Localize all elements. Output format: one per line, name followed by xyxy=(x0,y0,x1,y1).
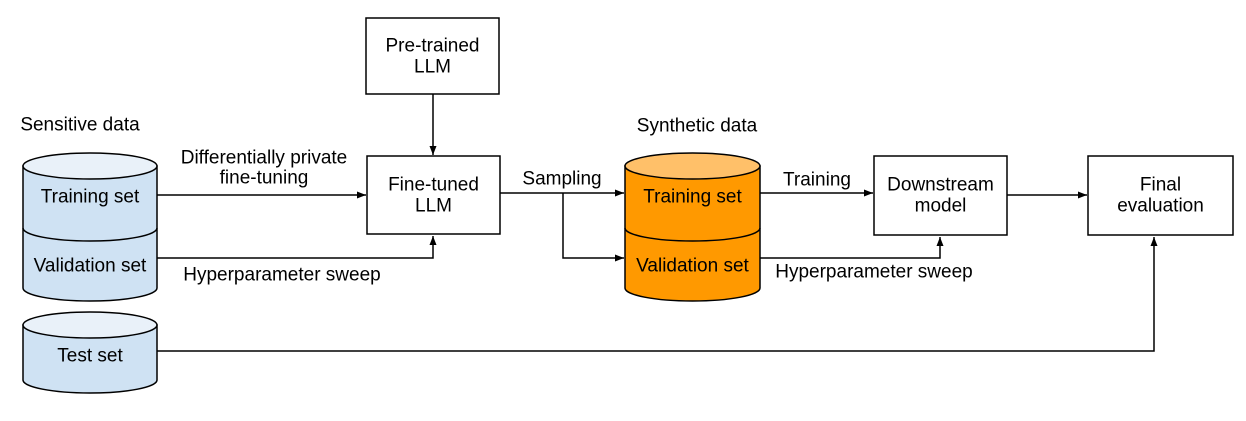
arrow-hyperparameter-sweep-left xyxy=(157,236,437,259)
synthetic-data-cylinder: Training set Validation set xyxy=(624,152,761,302)
hyperparameter-sweep-left-label: Hyperparameter sweep xyxy=(183,265,380,286)
sensitive-validation-set-label: Validation set xyxy=(34,256,147,277)
final-evaluation-label-line1: Final xyxy=(1140,175,1181,196)
pretrained-llm-rect xyxy=(365,17,500,95)
pretrained-llm-label-line2: LLM xyxy=(414,57,451,78)
pretrained-llm-box: Pre-trained LLM xyxy=(365,17,500,95)
downstream-model-label-line2: model xyxy=(915,196,967,217)
downstream-model-box: Downstream model xyxy=(873,155,1008,236)
synthetic-cylinder-divider xyxy=(624,227,761,242)
arrow-testset-to-final xyxy=(157,237,1158,352)
final-evaluation-box: Final evaluation xyxy=(1087,155,1234,236)
final-evaluation-rect xyxy=(1087,155,1234,236)
finetuned-llm-box: Fine-tuned LLM xyxy=(366,155,501,235)
test-cylinder-top xyxy=(22,311,158,339)
sensitive-cylinder-top xyxy=(22,152,158,180)
synthetic-training-set-label: Training set xyxy=(643,187,742,208)
test-cylinder-body xyxy=(22,324,158,394)
sensitive-training-set-label: Training set xyxy=(41,187,140,208)
dp-finetuning-label-line2: fine-tuning xyxy=(220,168,309,189)
downstream-model-label-line1: Downstream xyxy=(887,175,994,196)
finetuned-llm-label-line1: Fine-tuned xyxy=(388,175,479,196)
downstream-model-rect xyxy=(873,155,1008,236)
arrow-sampling-validation xyxy=(562,193,624,262)
sampling-label: Sampling xyxy=(522,169,601,190)
synthetic-cylinder-body xyxy=(624,165,761,302)
test-set-cylinder: Test set xyxy=(22,311,158,394)
finetuned-llm-label-line2: LLM xyxy=(415,196,452,217)
finetuned-llm-rect xyxy=(366,155,501,235)
sensitive-cylinder-body xyxy=(22,165,158,302)
final-evaluation-label-line2: evaluation xyxy=(1117,196,1204,217)
sensitive-data-title: Sensitive data xyxy=(20,115,140,136)
dp-finetuning-label-line1: Differentially private xyxy=(181,148,348,169)
hyperparameter-sweep-right-label: Hyperparameter sweep xyxy=(775,262,972,283)
pretrained-llm-label-line1: Pre-trained xyxy=(386,36,480,57)
test-set-label: Test set xyxy=(57,346,123,367)
sensitive-data-cylinder: Training set Validation set xyxy=(22,152,158,302)
arrow-hyperparameter-sweep-right xyxy=(760,237,944,259)
synthetic-cylinder-top xyxy=(624,152,761,180)
synthetic-validation-set-label: Validation set xyxy=(636,256,749,277)
synthetic-data-title: Synthetic data xyxy=(637,116,758,137)
training-label: Training xyxy=(783,170,851,191)
sensitive-cylinder-divider xyxy=(22,227,158,242)
